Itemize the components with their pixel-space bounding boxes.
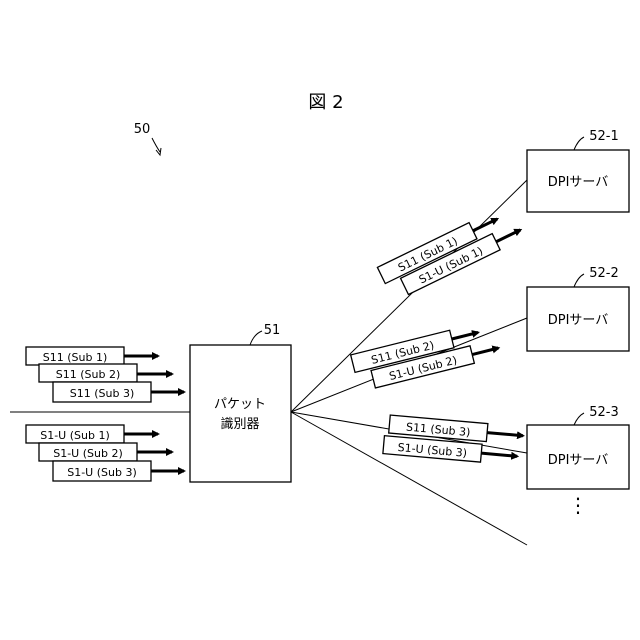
route3-s1u-arrow [481, 453, 517, 456]
dpi-server-1: DPIサーバ 52-1 [527, 129, 629, 212]
route1-s1u-arrow [496, 230, 520, 242]
more-servers-ellipsis: ⋮ [568, 493, 588, 517]
route-to-server-1: S11 (Sub 1) S1-U (Sub 1) [377, 204, 524, 302]
identifier-label-line2: 識別器 [220, 417, 259, 432]
ref-label-identifier: 51 [264, 323, 281, 338]
packet-identifier-box [190, 345, 291, 482]
ref-label-server-3: 52-3 [589, 405, 619, 420]
figure-title: 図 2 [308, 92, 343, 113]
s11-sub3-label: S11 (Sub 3) [70, 387, 135, 400]
s11-sub1-label: S11 (Sub 1) [43, 351, 108, 364]
route2-s11-arrow [452, 332, 478, 339]
s11-sub2-label: S11 (Sub 2) [56, 368, 121, 381]
ref-leader-system [152, 138, 160, 152]
ref-leader-identifier [250, 331, 262, 345]
ref-label-system: 50 [134, 122, 151, 137]
dpi-server-3: DPIサーバ 52-3 [527, 405, 629, 489]
ref-leader-server-3 [574, 413, 584, 425]
dpi-server-1-label: DPIサーバ [548, 175, 609, 190]
dpi-server-3-label: DPIサーバ [548, 453, 609, 468]
route3-s11-arrow [487, 433, 523, 436]
ref-leader-server-1 [574, 137, 584, 150]
ref-label-server-2: 52-2 [589, 266, 619, 281]
ref-label-server-1: 52-1 [589, 129, 619, 144]
dpi-server-2-label: DPIサーバ [548, 313, 609, 328]
s1u-sub3-label: S1-U (Sub 3) [67, 466, 137, 479]
route2-s1u-arrow [472, 348, 498, 355]
ref-leader-server-2 [574, 274, 584, 287]
dpi-server-2: DPIサーバ 52-2 [527, 266, 629, 351]
s1u-sub2-label: S1-U (Sub 2) [53, 447, 123, 460]
s1u-sub1-label: S1-U (Sub 1) [40, 429, 110, 442]
identifier-label-line1: パケット [214, 397, 266, 412]
